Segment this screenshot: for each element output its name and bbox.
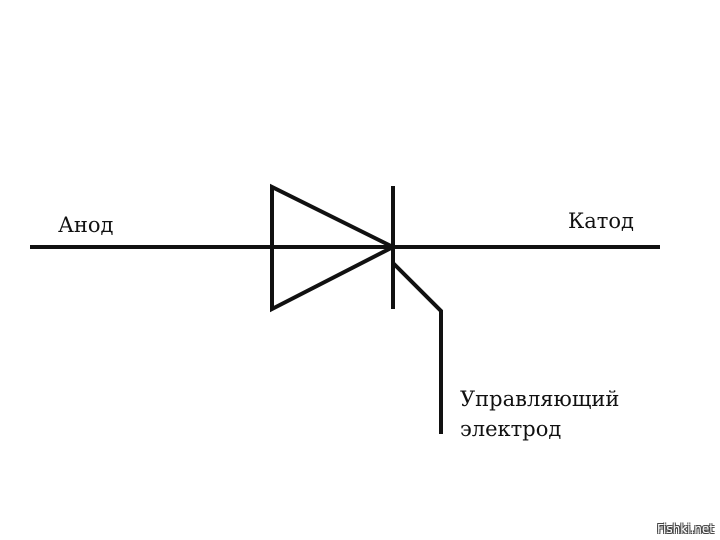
gate-label-line1: Управляющий: [460, 387, 620, 411]
anode-label: Анод: [58, 213, 114, 237]
cathode-label: Катод: [568, 209, 634, 233]
gate-label-line2: электрод: [460, 417, 562, 441]
gate-lead: [391, 261, 443, 434]
watermark: Fishki.net: [656, 522, 714, 536]
